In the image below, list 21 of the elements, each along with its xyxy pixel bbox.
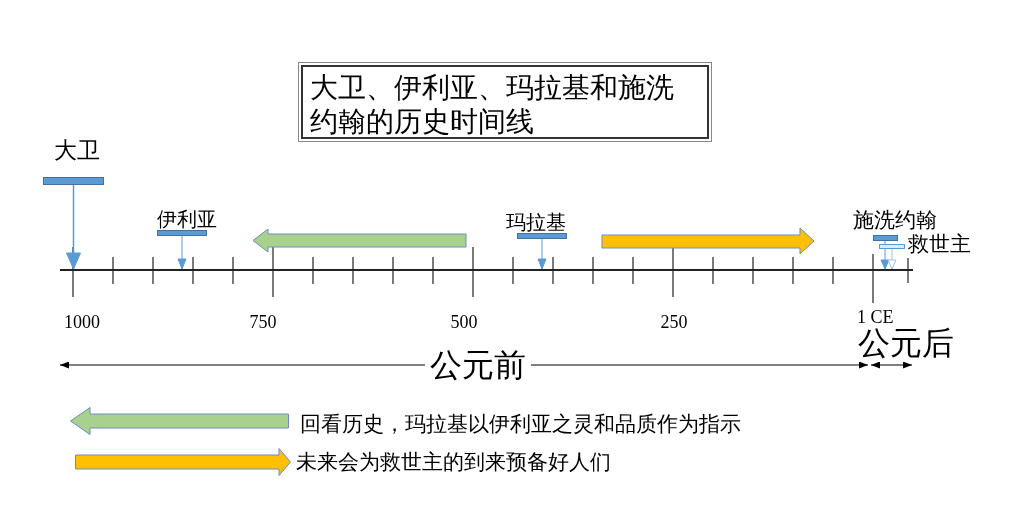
axis-label: 250	[660, 313, 688, 331]
person-name: 玛拉基	[506, 212, 566, 232]
era-label: 公元后	[858, 327, 954, 359]
arrow	[177, 235, 187, 270]
person-name: 大卫	[54, 139, 100, 162]
axis-label: 500	[450, 313, 478, 331]
axis-label: 1 CE	[857, 308, 894, 326]
arrow	[537, 238, 547, 270]
arrow	[887, 248, 897, 270]
era-label: 公元前	[425, 349, 531, 381]
arrow	[66, 184, 81, 270]
title: 大卫、伊利亚、玛拉基和施洗约翰的历史时间线	[298, 62, 712, 142]
person-name: 施洗约翰	[853, 210, 937, 231]
person-name: 伊利亚	[157, 209, 217, 229]
axis-label: 1000	[64, 313, 100, 331]
axis-label: 750	[249, 313, 277, 331]
person-name: 救世主	[908, 234, 971, 255]
arrow	[880, 240, 890, 270]
legend-text: 回看历史，玛拉基以伊利亚之灵和品质作为指示	[300, 413, 741, 434]
legend-text: 未来会为救世主的到来预备好人们	[296, 451, 611, 472]
timeline-axis	[60, 269, 913, 271]
